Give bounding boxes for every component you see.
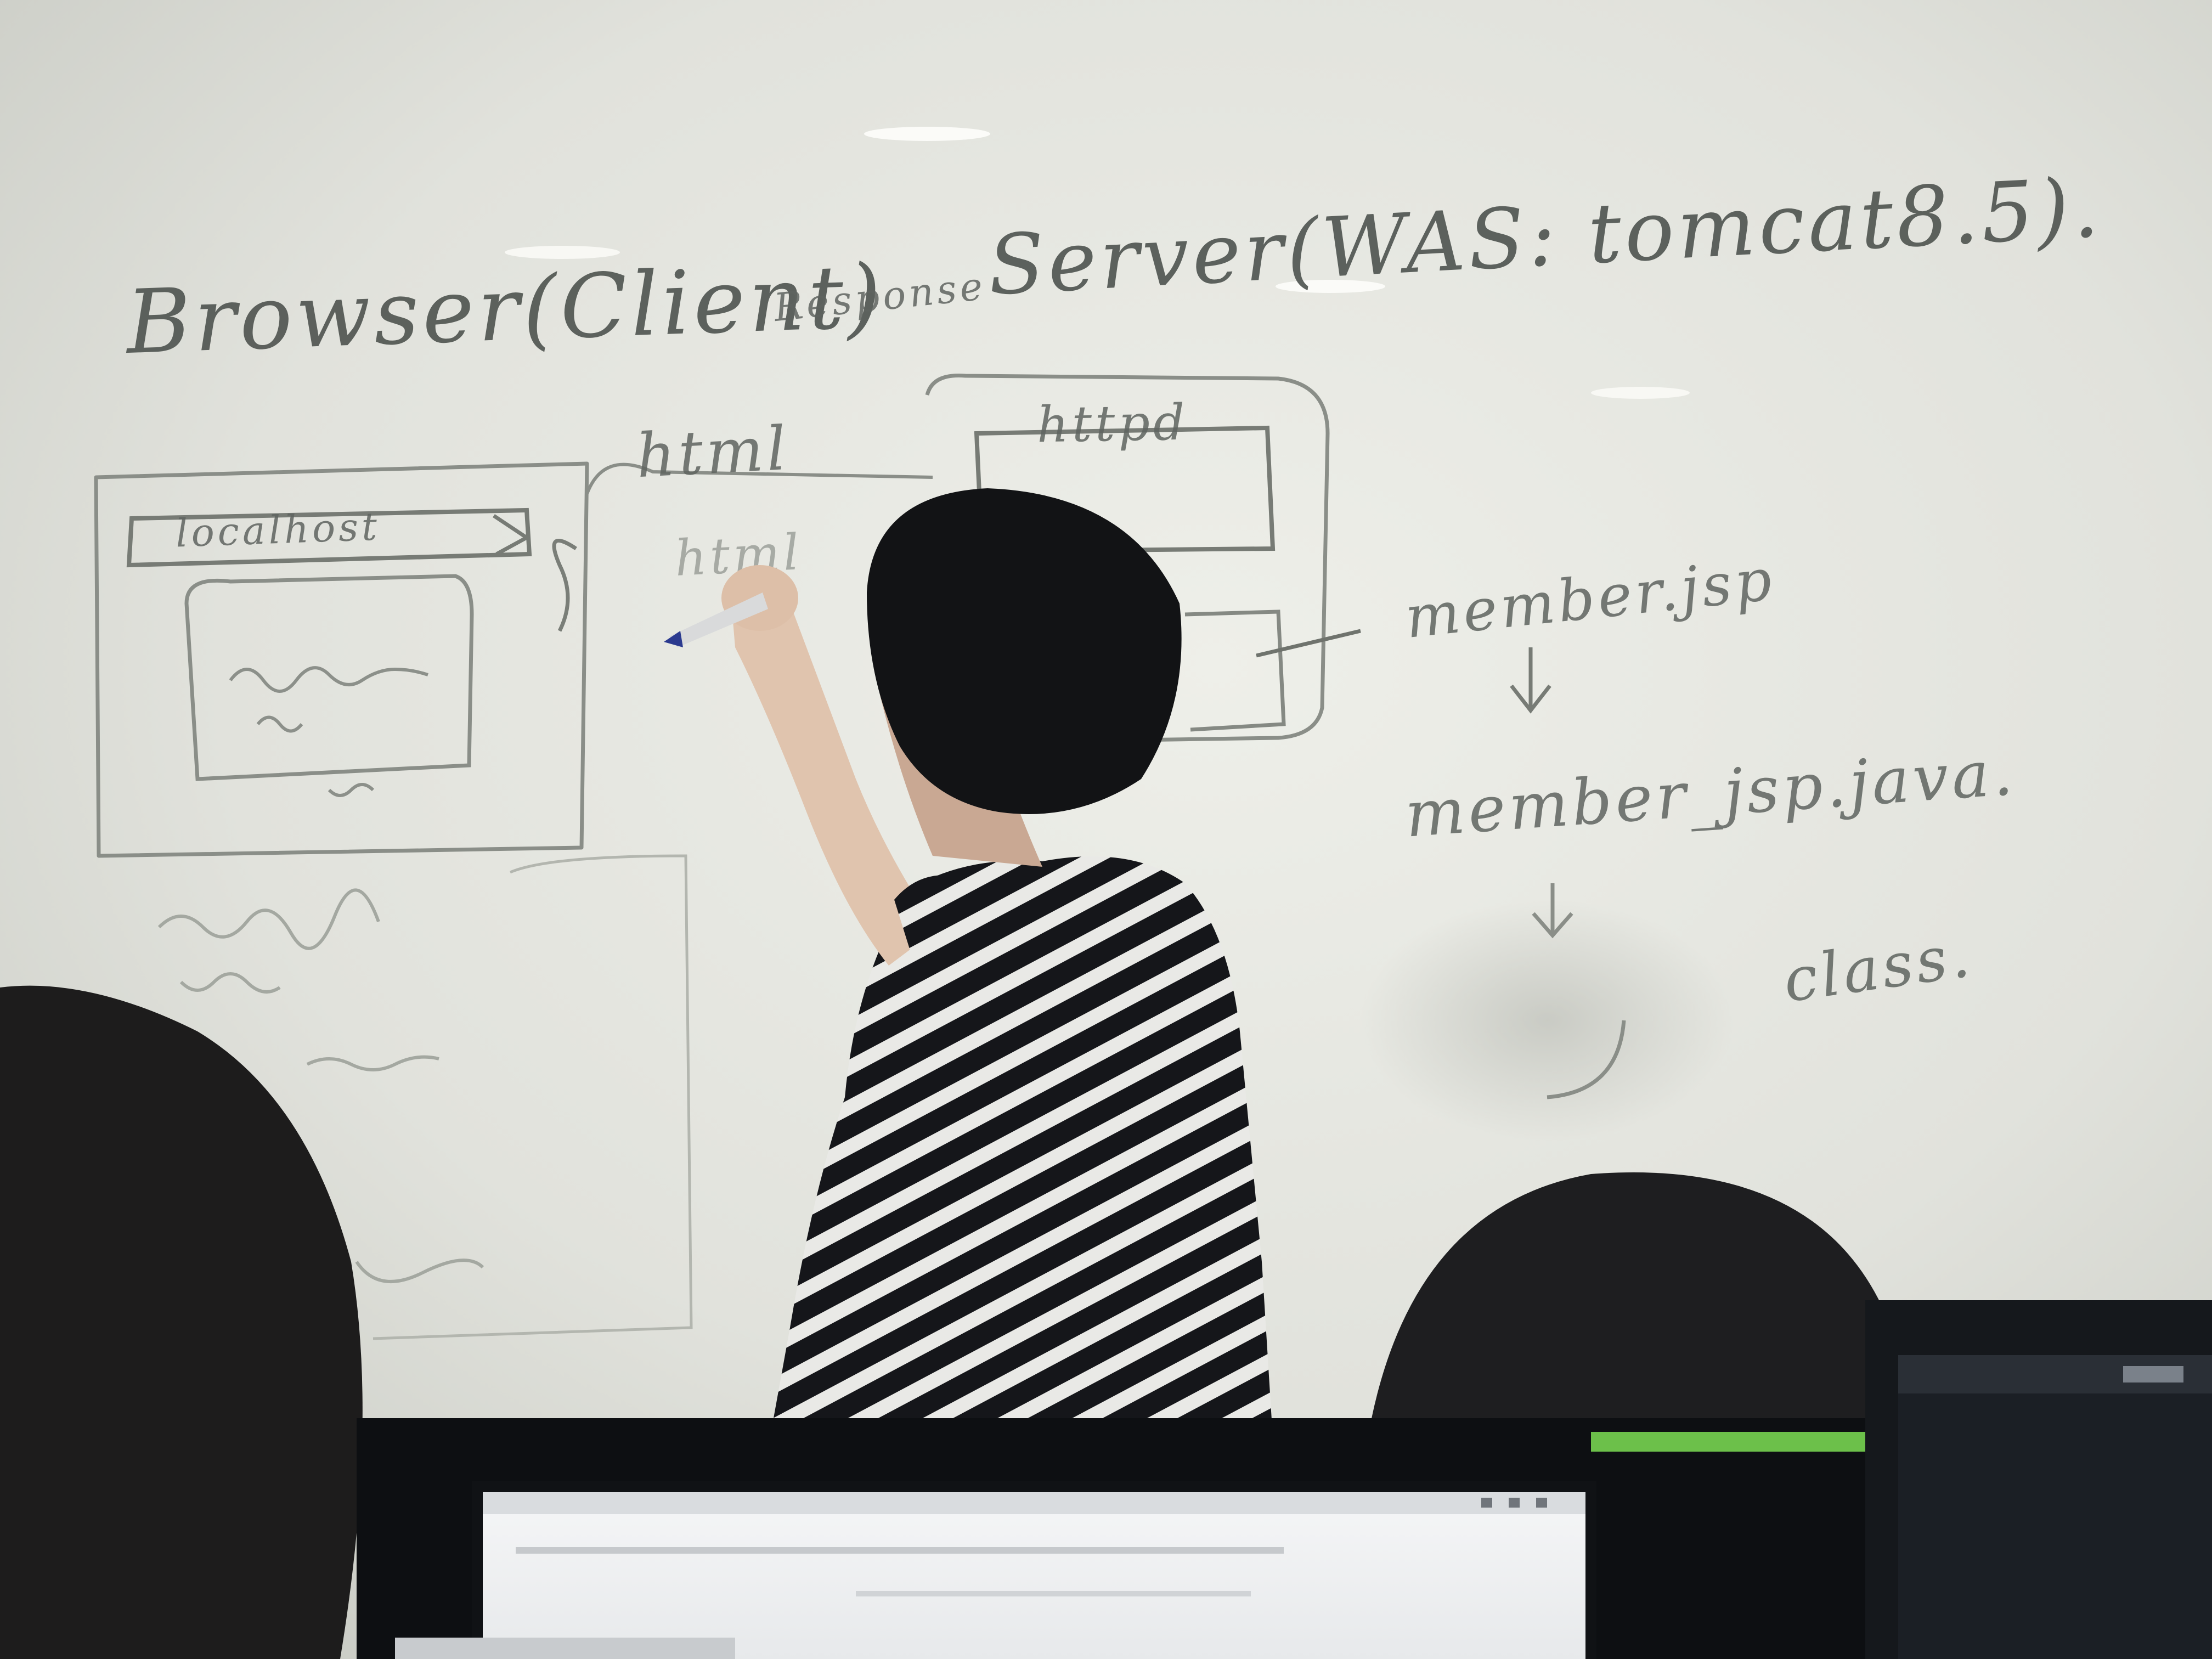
right-monitor-screen (1898, 1355, 2212, 1659)
front-laptop-toolbar-row (856, 1591, 1251, 1596)
down-arrow-icon (1510, 647, 1551, 714)
presenter-shadow (1361, 900, 1734, 1141)
front-laptop-titlebar (483, 1492, 1585, 1514)
arrow-head-icon (493, 514, 531, 556)
page-box (184, 574, 474, 781)
light-reflection (505, 246, 620, 259)
window-control-icon (1481, 1498, 1492, 1508)
light-reflection (1276, 280, 1385, 293)
faint-box (373, 854, 693, 1340)
server-box (925, 373, 1330, 743)
marker-pen-icon (669, 592, 768, 647)
light-reflection (864, 127, 990, 141)
presenter-shirt (768, 856, 1273, 1448)
page-scribble (229, 666, 428, 797)
light-reflection (1591, 387, 1690, 399)
presenter-head (867, 488, 1182, 814)
jsp-connector (1256, 629, 1361, 658)
down-arrow-icon (1532, 883, 1573, 939)
request-arrow (585, 462, 933, 495)
response-arrow (552, 538, 577, 632)
container-box (1184, 610, 1286, 732)
faint-scribble (157, 888, 484, 1283)
right-monitor-tab (2123, 1366, 2183, 1383)
address-bar-box (126, 507, 532, 568)
client-box (94, 461, 589, 858)
curve-arrow (1547, 1020, 1626, 1099)
window-control-icon (1536, 1498, 1547, 1508)
marker-tip-icon (664, 631, 683, 647)
front-laptop-toolbar-row (516, 1547, 1284, 1554)
front-laptop-tab (395, 1638, 735, 1659)
presenter-arm (730, 579, 933, 966)
front-laptop-screen (483, 1492, 1585, 1659)
audience-head-left (0, 985, 363, 1659)
window-control-icon (1509, 1498, 1520, 1508)
presenter-sleeve (894, 875, 982, 988)
green-strip (1591, 1432, 1898, 1452)
